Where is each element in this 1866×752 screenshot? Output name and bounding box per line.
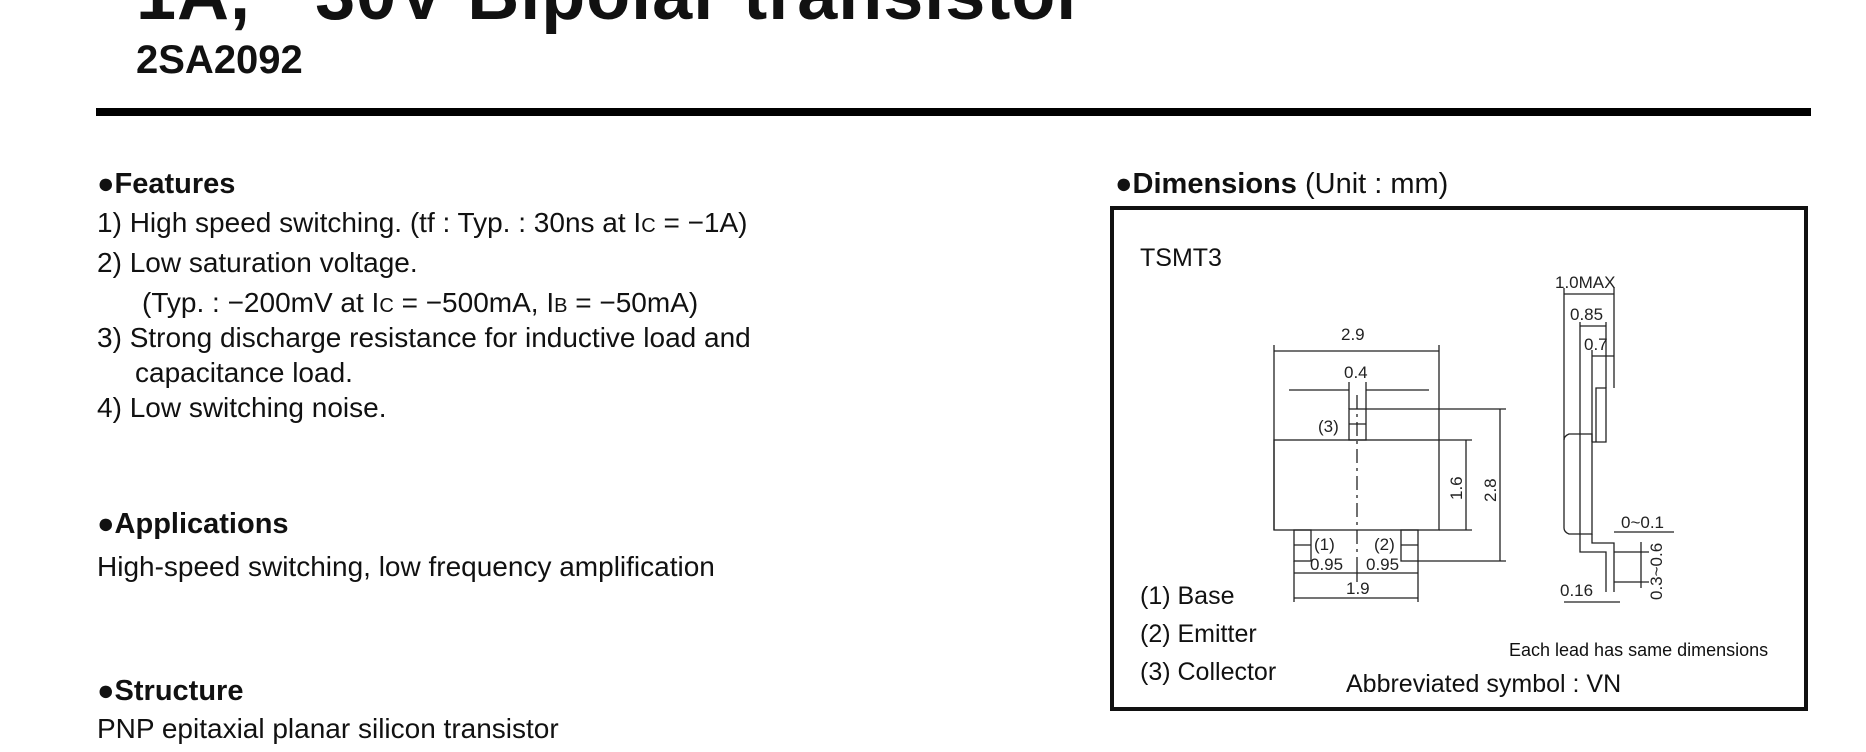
structure-text: PNP epitaxial planar silicon transistor [97, 713, 559, 744]
bullet-icon: ● [1115, 168, 1133, 200]
dim-label-0-16: 0.16 [1560, 581, 1593, 600]
bullet-icon: ● [97, 675, 115, 707]
dim-label-1-0max: 1.0MAX [1555, 273, 1615, 292]
bullet-icon: ● [97, 508, 115, 540]
pin-emitter: (2) Emitter [1140, 620, 1257, 648]
applications-text: High-speed switching, low frequency ampl… [97, 551, 715, 582]
pin-label-2: (2) [1374, 535, 1395, 554]
pin-base: (1) Base [1140, 582, 1235, 610]
feature-item-3: 3) Strong discharge resistance for induc… [97, 322, 751, 353]
pin-label-1: (1) [1314, 535, 1335, 554]
part-number: 2SA2092 [136, 38, 303, 82]
bullet-icon: ● [97, 168, 115, 200]
dim-label-0-95-right: 0.95 [1366, 555, 1399, 574]
pin-collector: (3) Collector [1140, 658, 1277, 686]
dim-label-1-6: 1.6 [1447, 476, 1466, 500]
dim-label-0-0-1: 0~0.1 [1621, 513, 1664, 532]
applications-heading: ●Applications [97, 508, 289, 540]
feature-item-3-cont: capacitance load. [135, 357, 353, 388]
feature-item-2-detail: (Typ. : −200mV at IC = −500mA, IB = −50m… [142, 287, 699, 318]
abbreviated-symbol: Abbreviated symbol : VN [1346, 670, 1622, 698]
pin-label-3: (3) [1318, 417, 1339, 436]
feature-item-4: 4) Low switching noise. [97, 392, 387, 423]
header-rule [96, 108, 1811, 116]
document-title: 1A, −30V Bipolar transistor [136, 0, 1085, 36]
package-drawing: 2.9 0.4 (3) (1) (2) 0.95 0.95 1.9 1.6 2.… [1273, 273, 1674, 603]
dimensions-box: TSMT3 (1) Base (2) Emitter (3) Collector… [1110, 206, 1808, 711]
features-heading: ●Features [97, 168, 236, 200]
dim-label-0-3-0-6: 0.3~0.6 [1647, 543, 1666, 600]
dim-label-1-9: 1.9 [1346, 579, 1370, 598]
feature-item-2: 2) Low saturation voltage. [97, 247, 418, 278]
dim-label-2-9: 2.9 [1341, 325, 1365, 344]
package-name: TSMT3 [1140, 244, 1222, 272]
structure-heading: ●Structure [97, 675, 244, 707]
side-view-body [1563, 433, 1593, 535]
lead-note: Each lead has same dimensions [1509, 640, 1769, 660]
feature-item-1: 1) High speed switching. (tf : Typ. : 30… [97, 207, 748, 238]
dim-label-0-4: 0.4 [1344, 363, 1368, 382]
dim-label-2-8: 2.8 [1481, 478, 1500, 502]
dim-label-0-7: 0.7 [1584, 335, 1608, 354]
dim-label-0-95-left: 0.95 [1310, 555, 1343, 574]
dim-label-0-85: 0.85 [1570, 305, 1603, 324]
dimensions-heading: ●Dimensions (Unit : mm) [1115, 168, 1449, 200]
